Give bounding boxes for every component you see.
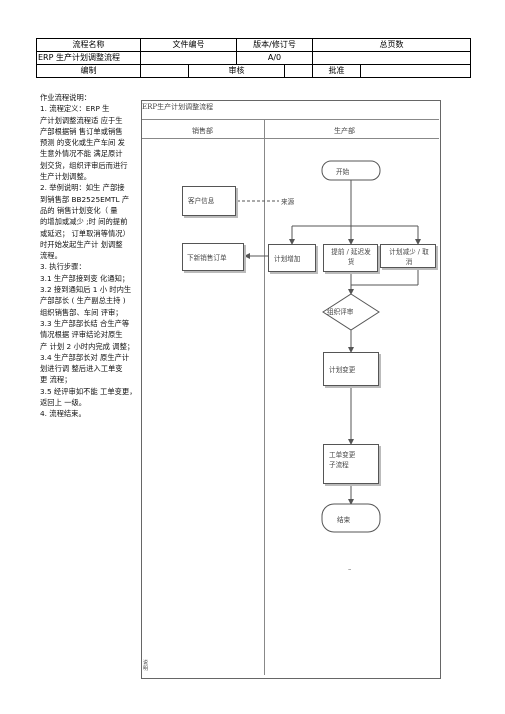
explanation-line: 产部根据销 售订单或销售 [40, 126, 123, 136]
explanation-line: 作业流程说明： [40, 93, 92, 102]
header-cell: 审核 [188, 64, 285, 78]
explanation-line: 产部部长 ( 生产副总主持 ) [40, 296, 126, 306]
footer-mark: – [348, 565, 352, 573]
new-order-label: 下新销售订单 [187, 254, 227, 262]
header-row-1: 流程名称 文件编号 版本/修订号 总页数 [36, 38, 472, 52]
explanation-line: 产计划调整流程适 应于生 [40, 115, 123, 125]
work-order-change-node: 工单变更 子流程 [323, 444, 379, 484]
customer-info-node: 客户信息 [182, 186, 236, 216]
explanation-line: 生产计划调整。 [40, 172, 92, 182]
explanation-line: 4. 流程结束。 [40, 409, 86, 419]
explanation-line: 的增加或减少 ;时 间的提前 [40, 217, 128, 227]
plan-change-label: 计划变更 [329, 366, 356, 374]
source-label: 来源 [281, 198, 295, 206]
explanation-line: 3.1 生产部接到变 化通知； [40, 273, 130, 283]
explanation-line: 3. 执行步骤： [40, 262, 86, 272]
end-node: 结束 [337, 516, 351, 524]
plan-increase-node: 计划增加 [268, 244, 316, 272]
explanation-line: 2. 举例说明：如生 产部接 [40, 183, 125, 193]
explanation-line: 时开始发起生产计 划调整 [40, 239, 123, 249]
explanation-line: 3.3 生产部部长结 合生产等 [40, 318, 130, 328]
header-cell [283, 64, 314, 78]
lane-divider [264, 120, 265, 675]
advance-delay-label: 货 [347, 258, 355, 266]
explanation-line: 产 计划 2 小时内完成 调整； [40, 341, 135, 351]
review-node: 组织评审 [327, 308, 354, 316]
explanation-line: 流程。 [40, 251, 62, 261]
flowchart-title: ERP生产计划调整流程 [142, 103, 214, 111]
new-order-node: 下新销售订单 [182, 243, 244, 271]
lane-sales: 销售部 [192, 127, 213, 135]
customer-info-label: 客户信息 [188, 197, 215, 205]
start-shape [321, 160, 381, 181]
work-order-change-label: 子流程 [329, 461, 349, 469]
explanation-line: 预测 的变化或生产车间 发 [40, 138, 125, 148]
process-explanation: 作业流程说明： 1. 流程定义：ERP 生 产计划调整流程适 应于生 产部根据销… [40, 92, 140, 420]
header-row-3: 编制 审核 批准 [36, 64, 472, 78]
start-node: 开始 [336, 168, 350, 176]
lane-header-divider [142, 138, 439, 139]
header-cell [360, 64, 472, 78]
plan-change-node: 计划变更 [323, 352, 379, 386]
end-shape [321, 503, 381, 533]
title-divider [142, 119, 439, 120]
explanation-line: 到销售部 BB2525EMTL 产 [40, 194, 130, 204]
explanation-line: 组织销售部、车间 评审； [40, 307, 123, 317]
explanation-line: 划交货，组织评审后而进行 [40, 160, 128, 170]
lane-production: 生产部 [334, 127, 355, 135]
advance-delay-node: 提前 / 延迟发 货 [323, 244, 378, 272]
work-order-change-label: 工单变更 [329, 451, 356, 459]
explanation-line: 返回上 一级。 [40, 398, 87, 408]
explanation-line: 或延迟； 订单取消等情况） [40, 228, 130, 238]
explanation-line: 3.4 生产部部长对 原生产计 [40, 352, 130, 362]
explanation-line: 3.5 经评审如不能 工单变更， [40, 386, 137, 396]
explanation-line: 品的 销售计划变化（ 量 [40, 205, 118, 215]
explanation-line: 1. 流程定义：ERP 生 [40, 104, 110, 114]
explanation-line: 情况根据 评审结论对原生 [40, 330, 123, 340]
explanation-line: 3.2 接到通知后 1 小 时内生 [40, 285, 132, 295]
plan-reduce-label: 计划减少 / 取 [389, 248, 429, 256]
header-table: 流程名称 文件编号 版本/修订号 总页数 ERP 生产计划调整流程 A/0 编制… [36, 38, 472, 78]
explanation-line: 更 流程； [40, 375, 72, 385]
plan-reduce-label: 消 [405, 258, 413, 266]
plan-reduce-node: 计划减少 / 取 消 [380, 244, 436, 268]
advance-delay-label: 提前 / 延迟发 [331, 248, 371, 256]
explanation-line: 划进行调 整后进入工单变 [40, 364, 123, 374]
side-note: 说明 [143, 660, 149, 672]
review-diamond [322, 293, 380, 331]
explanation-line: 生意外情况不能 满足原计 [40, 149, 123, 159]
plan-increase-label: 计划增加 [274, 255, 301, 263]
